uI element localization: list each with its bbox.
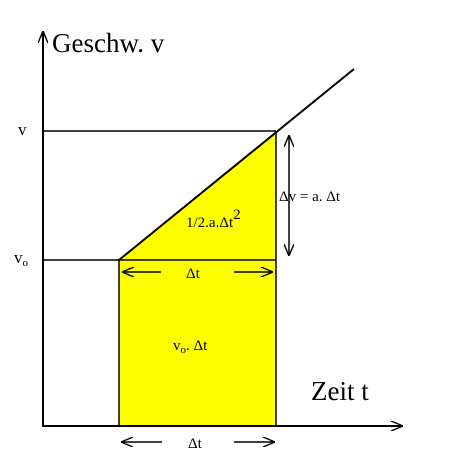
velocity-line (118, 68, 355, 261)
delta-v-label: Δv = a. Δt (279, 189, 341, 205)
rectangle-area-fill (119, 260, 276, 426)
delta-t-upper-label: Δt (186, 266, 201, 282)
triangle-area-label: 1/2.a.Δt2 (186, 207, 241, 231)
rectangle-area-label: vo. Δt (173, 338, 208, 356)
tick-label-v0: vo (14, 248, 29, 269)
delta-t-lower-label: Δt (188, 436, 203, 452)
tick-label-v: v (18, 120, 27, 139)
x-axis-label: Zeit t (311, 376, 369, 406)
y-axis-label: Geschw. v (52, 28, 165, 58)
